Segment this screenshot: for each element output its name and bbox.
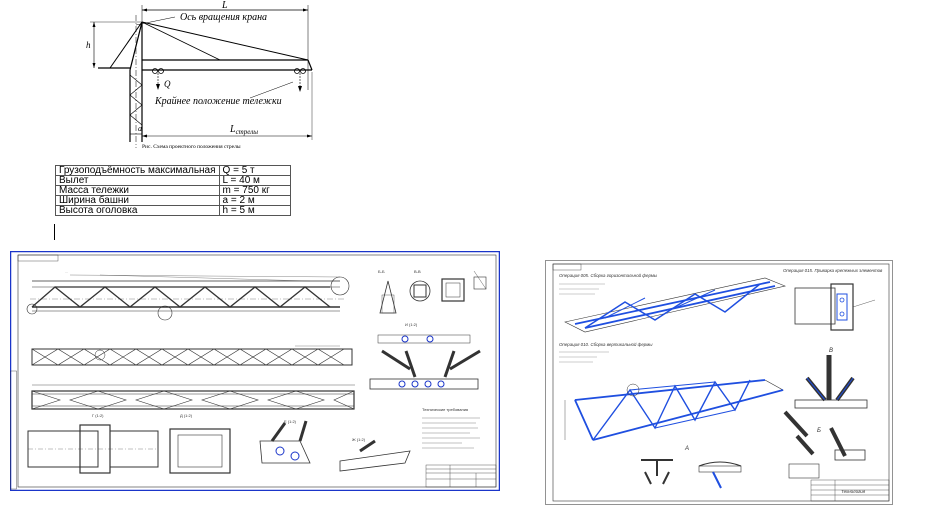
table-row: Грузоподъёмность максимальная Q = 5 т bbox=[55, 165, 291, 176]
table-row: Высота оголовка h = 5 м bbox=[55, 205, 291, 216]
text-cursor bbox=[54, 224, 55, 240]
drawing-note: ··· bbox=[65, 270, 68, 274]
table-row: Вылет L = 40 м bbox=[55, 175, 291, 186]
assembly-technology-drawing[interactable]: Операция 005. Сборка горизонтальной ферм… bbox=[545, 260, 893, 505]
boom-assembly-drawing[interactable]: ··· Б-Б В-В bbox=[10, 251, 500, 491]
tech-requirements-title: Технические требования bbox=[422, 407, 468, 412]
operation-label: Операция 015. Приварка крепежных элемент… bbox=[783, 268, 883, 273]
view-label: Г (1:2) bbox=[92, 413, 104, 418]
view-label: В bbox=[829, 348, 833, 354]
title-block-text: Технология bbox=[841, 489, 866, 494]
dim-l-label: L bbox=[221, 0, 228, 11]
truss-bottom-view bbox=[31, 384, 355, 410]
dim-a-label: a bbox=[138, 124, 142, 133]
axis-label: Ось вращения крана bbox=[180, 12, 267, 23]
view-label: Б-Б bbox=[378, 269, 385, 274]
param-value: a = 2 м bbox=[218, 195, 291, 206]
param-value: h = 5 м bbox=[218, 205, 291, 216]
operation-label: Операция 005. Сборка горизонтальной ферм… bbox=[559, 273, 658, 278]
title-block bbox=[810, 479, 890, 502]
dim-l-boom-label: Lстрелы bbox=[229, 124, 258, 136]
operation-label: Операция 010. Сборка вертикальной фермы bbox=[559, 342, 653, 347]
load-q-label: Q bbox=[164, 79, 171, 89]
node-detail bbox=[369, 334, 481, 390]
view-label: И (1:2) bbox=[405, 322, 418, 327]
title-block bbox=[425, 464, 497, 488]
view-label: Е (1:2) bbox=[284, 419, 297, 424]
param-name: Масса тележки bbox=[55, 185, 220, 196]
parameters-table: Грузоподъёмность максимальная Q = 5 т Вы… bbox=[55, 165, 291, 216]
operation-notes bbox=[559, 283, 609, 363]
truss-plan-view bbox=[31, 345, 353, 366]
dim-h-label: h bbox=[86, 40, 91, 50]
node-details bbox=[783, 355, 868, 461]
view-label: Д (1:2) bbox=[180, 413, 193, 418]
view-label: В-В bbox=[414, 269, 421, 274]
view-label: А bbox=[684, 446, 689, 452]
view-label: Ж (1:2) bbox=[352, 437, 366, 442]
param-name: Грузоподъёмность максимальная bbox=[55, 165, 220, 176]
dim-l-boom-sub: стрелы bbox=[236, 128, 259, 136]
scheme-caption: Рис. Схема проектного положения стрелы bbox=[142, 144, 241, 150]
bottom-details bbox=[27, 420, 411, 474]
param-name: Высота оголовка bbox=[55, 205, 220, 216]
table-row: Ширина башни a = 2 м bbox=[55, 195, 291, 206]
view-label: Б bbox=[817, 428, 821, 434]
crane-boom-scheme: L Q Ось вращения крана Крайнее положение… bbox=[86, 0, 313, 150]
tech-requirements-lines bbox=[422, 417, 480, 449]
dim-l-boom-main: L bbox=[229, 124, 236, 135]
fastening-detail bbox=[794, 283, 876, 331]
param-name: Ширина башни bbox=[55, 195, 220, 206]
truss-elevation bbox=[26, 274, 350, 321]
horizontal-truss-assembly bbox=[564, 277, 787, 333]
table-row: Масса тележки m = 750 кг bbox=[55, 185, 291, 196]
section-details bbox=[379, 270, 487, 314]
extreme-position-label: Крайнее положение тележки bbox=[154, 96, 282, 107]
param-value: L = 40 м bbox=[218, 175, 291, 186]
param-value: Q = 5 т bbox=[218, 165, 291, 176]
param-name: Вылет bbox=[55, 175, 220, 186]
param-value: m = 750 кг bbox=[218, 185, 291, 196]
vertical-truss-assembly bbox=[564, 379, 784, 441]
bottom-details bbox=[641, 459, 820, 489]
